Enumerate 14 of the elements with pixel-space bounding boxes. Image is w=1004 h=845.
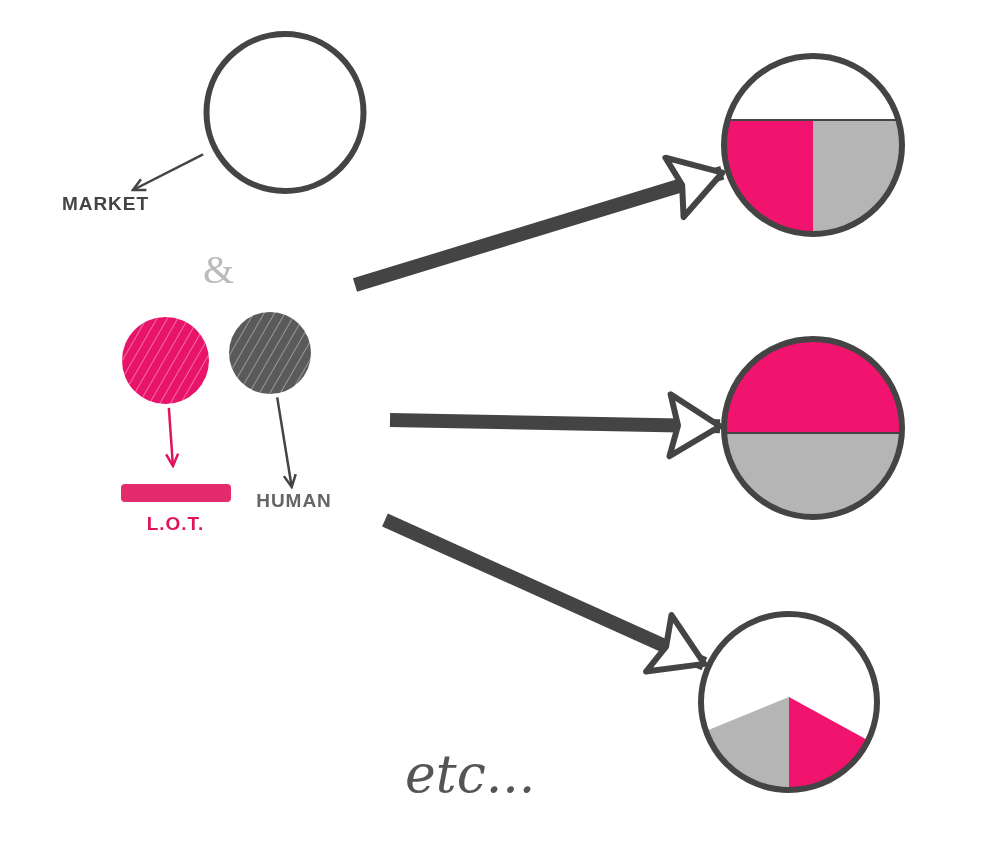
lot-label: L.O.T. (146, 511, 205, 536)
block-arrow (352, 154, 726, 292)
human-label: HUMAN (256, 488, 332, 513)
arrow (131, 153, 204, 192)
block-arrow (382, 513, 708, 675)
pie-circle (718, 52, 908, 238)
etc-text: etc... (405, 743, 536, 806)
block-arrow (389, 391, 723, 460)
ampersand-text: & (203, 246, 235, 294)
pie-circle (696, 610, 882, 794)
market-label: MARKET (62, 191, 149, 216)
arrow (164, 407, 180, 468)
arrow (275, 397, 297, 489)
pie-circle (720, 335, 906, 521)
